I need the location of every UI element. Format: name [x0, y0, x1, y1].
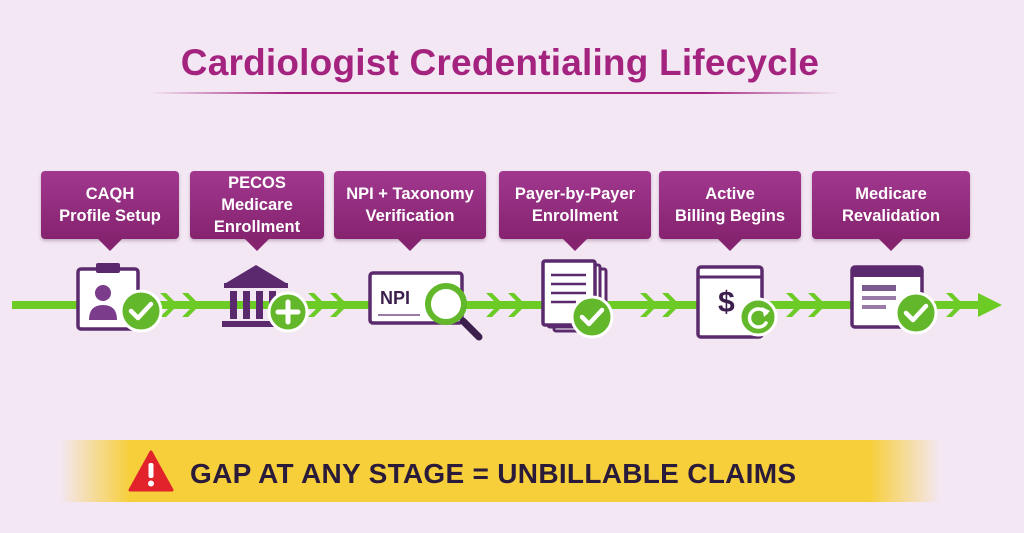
profile-card-check-icon: [76, 263, 163, 333]
page-title: Cardiologist Credentialing Lifecycle: [180, 42, 820, 83]
stage-label: NPI + Taxonomy Verification: [346, 185, 474, 225]
stage-box-payer: Payer-by-Payer Enrollment: [499, 171, 651, 251]
dollar-refresh-icon: $: [696, 265, 778, 339]
stage-label: Payer-by-Payer Enrollment: [514, 185, 636, 225]
stage-label: Medicare Revalidation: [841, 185, 941, 225]
stage-box-pecos: PECOS Medicare Enrollment: [190, 171, 324, 251]
stage-box-caqh: CAQH Profile Setup: [41, 171, 179, 251]
warning-banner: [60, 440, 940, 502]
stage-box-npi: NPI + Taxonomy Verification: [334, 171, 486, 251]
dollar-text: $: [718, 286, 735, 319]
timeline-arrow: [12, 293, 1002, 317]
stage-box-billing: Active Billing Begins: [659, 171, 801, 251]
npi-card-magnifier-icon: NPI: [368, 271, 483, 341]
warning-text: GAP AT ANY STAGE = UNBILLABLE CLAIMS: [190, 458, 797, 489]
window-check-icon: [850, 265, 938, 335]
timeline: NPI $: [12, 259, 1002, 341]
npi-text: NPI: [380, 288, 410, 308]
stage-label: PECOS Medicare Enrollment: [213, 174, 301, 236]
stage-label: Active Billing Begins: [674, 185, 785, 225]
stage-box-revalidation: Medicare Revalidation: [812, 171, 970, 251]
stage-label: CAQH Profile Setup: [59, 185, 161, 225]
title-divider: [150, 92, 840, 94]
documents-check-icon: [541, 259, 614, 339]
government-building-plus-icon: [222, 265, 309, 333]
warning-triangle-icon: [128, 450, 174, 492]
